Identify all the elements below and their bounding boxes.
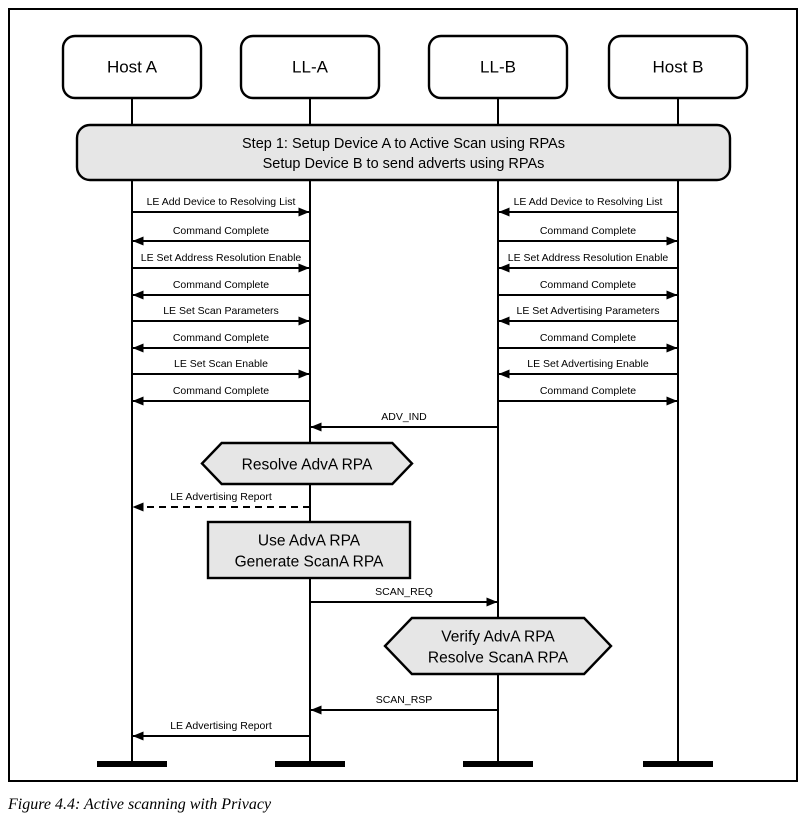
- message-label-m6: Command Complete: [173, 332, 269, 344]
- message-label-m8: Command Complete: [173, 385, 269, 397]
- message-label-m12: Command Complete: [540, 279, 636, 291]
- message-m13: LE Set Advertising Parameters: [498, 305, 678, 326]
- message-label-m19: SCAN_REQ: [375, 586, 433, 598]
- process-verify-adva-resolve-scana: Verify AdvA RPA Resolve ScanA RPA: [383, 616, 613, 676]
- message-m19: SCAN_REQ: [310, 586, 498, 607]
- message-m9: LE Add Device to Resolving List: [498, 196, 678, 217]
- lifeline-host-b: Host B: [607, 34, 749, 764]
- message-label-m20: SCAN_RSP: [376, 694, 433, 706]
- step-banner: Step 1: Setup Device A to Active Scan us…: [75, 123, 732, 182]
- message-m2: Command Complete: [132, 225, 310, 246]
- message-label-m16: Command Complete: [540, 385, 636, 397]
- process-text-verify-adva-resolve-scana-2: Resolve ScanA RPA: [428, 650, 569, 667]
- message-m20: SCAN_RSP: [310, 694, 498, 715]
- message-label-m10: Command Complete: [540, 225, 636, 237]
- message-m5: LE Set Scan Parameters: [132, 305, 310, 326]
- lifeline-label-host-a: Host A: [107, 57, 158, 76]
- message-m6: Command Complete: [132, 332, 310, 353]
- lifeline-label-host-b: Host B: [652, 57, 703, 76]
- process-text-use-adva-generate-scana-1: Use AdvA RPA: [258, 533, 361, 550]
- message-label-m1: LE Add Device to Resolving List: [147, 196, 296, 208]
- message-label-m2: Command Complete: [173, 225, 269, 237]
- message-m1: LE Add Device to Resolving List: [132, 196, 310, 217]
- message-m14: Command Complete: [498, 332, 678, 353]
- message-label-m3: LE Set Address Resolution Enable: [141, 252, 302, 264]
- step-banner-box: [75, 123, 732, 182]
- message-label-m14: Command Complete: [540, 332, 636, 344]
- processes-layer: Resolve AdvA RPA Use AdvA RPA Generate Sca…: [200, 441, 613, 676]
- message-label-m4: Command Complete: [173, 279, 269, 291]
- message-m21: LE Advertising Report: [132, 720, 310, 741]
- message-m3: LE Set Address Resolution Enable: [132, 252, 310, 273]
- message-m7: LE Set Scan Enable: [132, 358, 310, 379]
- message-m18: LE Advertising Report: [132, 491, 310, 512]
- process-text-verify-adva-resolve-scana-1: Verify AdvA RPA: [441, 629, 555, 646]
- message-label-m7: LE Set Scan Enable: [174, 358, 268, 370]
- step-banner-layer: Step 1: Setup Device A to Active Scan us…: [75, 123, 732, 182]
- message-m10: Command Complete: [498, 225, 678, 246]
- process-use-adva-generate-scana: Use AdvA RPA Generate ScanA RPA: [206, 520, 412, 580]
- lifeline-host-a: Host A: [61, 34, 203, 764]
- message-label-m15: LE Set Advertising Enable: [527, 358, 649, 370]
- process-text-use-adva-generate-scana-2: Generate ScanA RPA: [235, 554, 384, 571]
- message-m16: Command Complete: [498, 385, 678, 406]
- process-shape-resolve-adva-rpa: [200, 441, 414, 486]
- message-label-m17: ADV_IND: [381, 411, 427, 423]
- message-m17: ADV_IND: [310, 411, 498, 432]
- lifelines-layer: Host A LL-A LL-B Host B: [61, 34, 749, 764]
- lifeline-ll-a: LL-A: [239, 34, 381, 764]
- message-label-m18: LE Advertising Report: [170, 491, 272, 503]
- message-label-m5: LE Set Scan Parameters: [163, 305, 279, 317]
- sequence-diagram: Host A LL-A LL-B Host B Step 1: Setup Devic…: [8, 8, 798, 782]
- message-m4: Command Complete: [132, 279, 310, 300]
- figure-caption: Figure 4.4: Active scanning with Privacy: [8, 796, 272, 813]
- message-m8: Command Complete: [132, 385, 310, 406]
- message-m11: LE Set Address Resolution Enable: [498, 252, 678, 273]
- process-resolve-adva-rpa: Resolve AdvA RPA: [200, 441, 414, 486]
- message-label-m9: LE Add Device to Resolving List: [514, 196, 663, 208]
- message-m12: Command Complete: [498, 279, 678, 300]
- process-text-resolve-adva-rpa-1: Resolve AdvA RPA: [242, 457, 373, 474]
- process-shape-verify-adva-resolve-scana: [383, 616, 613, 676]
- lifeline-label-ll-b: LL-B: [480, 57, 516, 76]
- message-label-m13: LE Set Advertising Parameters: [517, 305, 660, 317]
- process-shape-use-adva-generate-scana: [206, 520, 412, 580]
- step-banner-line-1: Step 1: Setup Device A to Active Scan us…: [242, 136, 565, 152]
- lifeline-label-ll-a: LL-A: [292, 57, 329, 76]
- step-banner-line-2: Setup Device B to send adverts using RPA…: [263, 156, 545, 172]
- message-m15: LE Set Advertising Enable: [498, 358, 678, 379]
- message-label-m21: LE Advertising Report: [170, 720, 272, 732]
- message-label-m11: LE Set Address Resolution Enable: [508, 252, 669, 264]
